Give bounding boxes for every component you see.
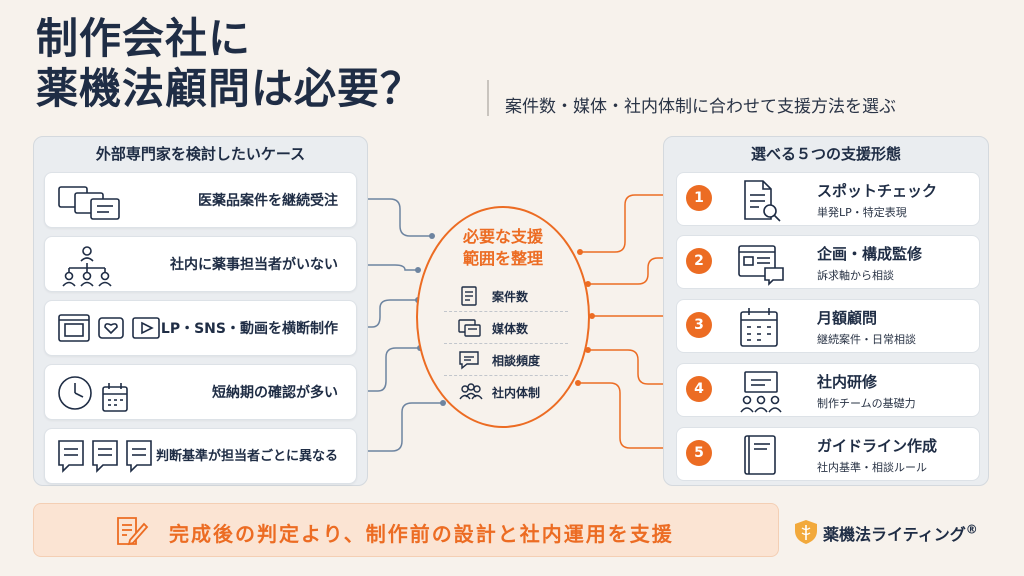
case-label: 判断基準が担当者ごとに異なる [155,449,338,464]
case-label: LP・SNS・動画を横断制作 [160,321,338,337]
brand-mark: ® [965,522,978,537]
calendar-icon [737,306,787,354]
center-divider [444,343,568,344]
center-item-structure: 社内体制 [458,382,578,402]
center-item-frequency: 相談頻度 [458,350,578,370]
center-title: 必要な支援 範囲を整理 [462,227,543,268]
option-subtitle: 訴求軸から相談 [817,269,894,282]
banner-text: 完成後の判定より、制作前の設計と社内運用を支援 [169,522,674,546]
option-card-3: 3 月額顧問 継続案件・日常相談 [676,299,980,353]
documents-stack-icon [57,181,127,225]
case-label: 医薬品案件を継続受注 [198,193,338,209]
center-item-cases: 案件数 [458,286,578,306]
center-hub: 必要な支援 範囲を整理 案件数 媒体数 相談頻度 社内体制 [416,206,590,428]
left-panel: 外部専門家を検討したいケース 医薬品案件を継続受注 社内に薬事担当者がいない [33,136,368,486]
title-divider [487,80,489,116]
media-icons [57,309,167,353]
option-title: ガイドライン作成 [817,437,938,455]
center-divider [444,375,568,376]
edit-document-icon [114,514,150,552]
case-label: 社内に薬事担当者がいない [170,257,338,273]
presentation-icon [737,370,787,418]
clock-calendar-icon [57,373,132,419]
option-number: 4 [686,376,712,402]
subtitle: 案件数・媒体・社内体制に合わせて支援方法を選ぶ [505,97,896,117]
document-search-icon [737,179,787,227]
option-title: 社内研修 [817,373,878,391]
option-subtitle: 継続案件・日常相談 [817,333,916,346]
document-icon [458,286,480,309]
case-label: 短納期の確認が多い [212,385,338,401]
brand-name: 薬機法ライティング [823,525,966,544]
connector-right-5 [578,382,676,449]
left-panel-title: 外部専門家を検討したいケース [95,145,306,163]
page-title: 制作会社に 薬機法顧問は必要？ [36,14,424,113]
option-card-5: 5 ガイドライン作成 社内基準・相談ルール [676,427,980,481]
shield-caduceus-icon [793,519,819,549]
option-number: 2 [686,248,712,274]
connector-left-5 [356,402,443,452]
chat-bubbles-icon [57,437,157,481]
center-divider [444,311,568,312]
book-icon [737,434,787,482]
option-title: 企画・構成監修 [817,245,923,263]
option-subtitle: 社内基準・相談ルール [817,461,927,474]
chat-icon [458,350,480,373]
case-card-1: 医薬品案件を継続受注 [44,172,357,228]
option-title: スポットチェック [817,182,938,200]
case-card-3: LP・SNS・動画を横断制作 [44,300,357,356]
center-item-media: 媒体数 [458,318,578,338]
option-number: 5 [686,440,712,466]
people-icon [458,382,484,405]
option-card-4: 4 社内研修 制作チームの基礎力 [676,363,980,417]
option-subtitle: 制作チームの基礎力 [817,397,916,410]
case-card-5: 判断基準が担当者ごとに異なる [44,428,357,484]
right-panel: 選べる５つの支援形態 1 スポットチェック 単発LP・特定表現 2 企画・構成監… [663,136,989,486]
option-card-1: 1 スポットチェック 単発LP・特定表現 [676,172,980,226]
layout-chat-icon [737,242,787,290]
option-title: 月額顧問 [817,309,878,327]
option-number: 3 [686,312,712,338]
case-card-2: 社内に薬事担当者がいない [44,236,357,292]
case-card-4: 短納期の確認が多い [44,364,357,420]
brand-logo: 薬機法ライティング® [793,517,993,547]
option-subtitle: 単発LP・特定表現 [817,206,907,219]
media-window-icon [458,318,482,341]
org-chart-icon [57,245,117,291]
option-card-2: 2 企画・構成監修 訴求軸から相談 [676,235,980,289]
bottom-banner: 完成後の判定より、制作前の設計と社内運用を支援 [33,503,779,557]
right-panel-title: 選べる５つの支援形態 [750,145,901,163]
option-number: 1 [686,185,712,211]
connector-right-1 [580,194,676,253]
